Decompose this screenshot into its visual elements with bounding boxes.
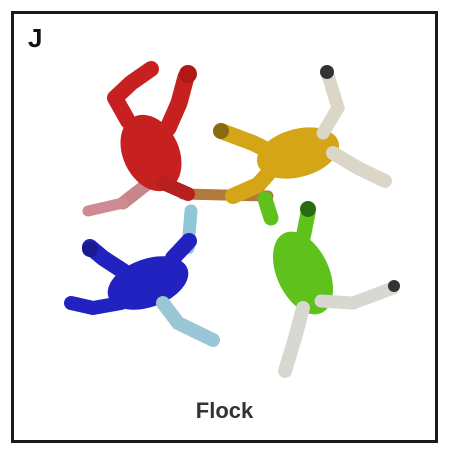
skydiver-blue bbox=[71, 211, 213, 340]
figure-panel: J bbox=[11, 11, 438, 443]
skydiver-green bbox=[261, 199, 400, 371]
skydiver-yellow bbox=[213, 65, 385, 196]
skydiver-red bbox=[88, 65, 197, 211]
skydiver-formation bbox=[14, 14, 441, 446]
figure-caption: Flock bbox=[14, 398, 435, 424]
